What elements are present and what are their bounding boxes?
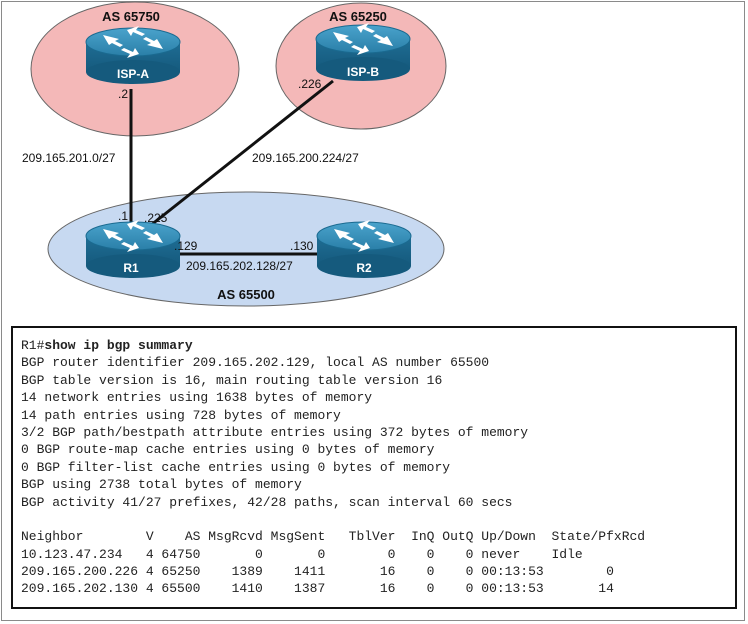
subnet-label-isp-a-r1: 209.165.201.0/27	[22, 151, 116, 165]
info-line: 3/2 BGP path/bestpath attribute entries …	[21, 424, 529, 440]
info-line: 0 BGP route-map cache entries using 0 by…	[21, 442, 435, 458]
info-line: BGP router identifier 209.165.202.129, l…	[21, 355, 490, 371]
info-line: 0 BGP filter-list cache entries using 0 …	[21, 459, 451, 475]
neighbor-table-row: 209.165.202.130 4 65500 1410 1387 16 0 0…	[21, 581, 614, 597]
as-label-65500: AS 65500	[217, 287, 275, 302]
info-line: 14 path entries using 728 bytes of memor…	[21, 407, 341, 423]
cli-prompt: R1#	[21, 338, 45, 353]
command-line: R1#show ip bgp summary	[21, 337, 735, 354]
neighbor-table-row: 10.123.47.234 4 64750 0 0 0 0 0 never Id…	[21, 546, 583, 562]
neighbor-table-header: Neighbor V AS MsgRcvd MsgSent TblVer InQ…	[21, 529, 646, 545]
interface-label-r2-r1: .130	[290, 239, 314, 253]
as-65500-area	[47, 191, 445, 307]
bgp-topology-diagram: ISP-A ISP-B R1 R2 AS 65750 AS 65250 AS 6…	[22, 1, 447, 307]
interface-label-isp-b: .226	[298, 77, 322, 91]
subnet-label-isp-b-r1: 209.165.200.224/27	[252, 151, 359, 165]
blank-line	[21, 511, 735, 528]
subnet-label-r1-r2: 209.165.202.128/27	[186, 259, 293, 273]
interface-label-r1-a: .1	[118, 209, 128, 223]
info-line: BGP activity 41/27 prefixes, 42/28 paths…	[21, 494, 513, 510]
neighbor-table-row: 209.165.200.226 4 65250 1389 1411 16 0 0…	[21, 564, 614, 580]
router-label-r1: R1	[123, 261, 139, 275]
cli-command: show ip bgp summary	[44, 338, 193, 353]
interface-label-isp-a: .2	[118, 87, 128, 101]
info-line: BGP table version is 16, main routing ta…	[21, 372, 443, 388]
router-label-isp-b: ISP-B	[347, 65, 379, 79]
router-label-isp-a: ISP-A	[117, 67, 149, 81]
as-label-65750: AS 65750	[102, 9, 160, 24]
interface-label-r1-b: .225	[144, 211, 168, 225]
info-line: BGP using 2738 total bytes of memory	[21, 477, 302, 493]
info-line: 14 network entries using 1638 bytes of m…	[21, 390, 373, 406]
link-isp-b-r1	[145, 79, 334, 231]
interface-label-r1-r2: .129	[174, 239, 198, 253]
as-label-65250: AS 65250	[329, 9, 387, 24]
router-label-r2: R2	[356, 261, 372, 275]
